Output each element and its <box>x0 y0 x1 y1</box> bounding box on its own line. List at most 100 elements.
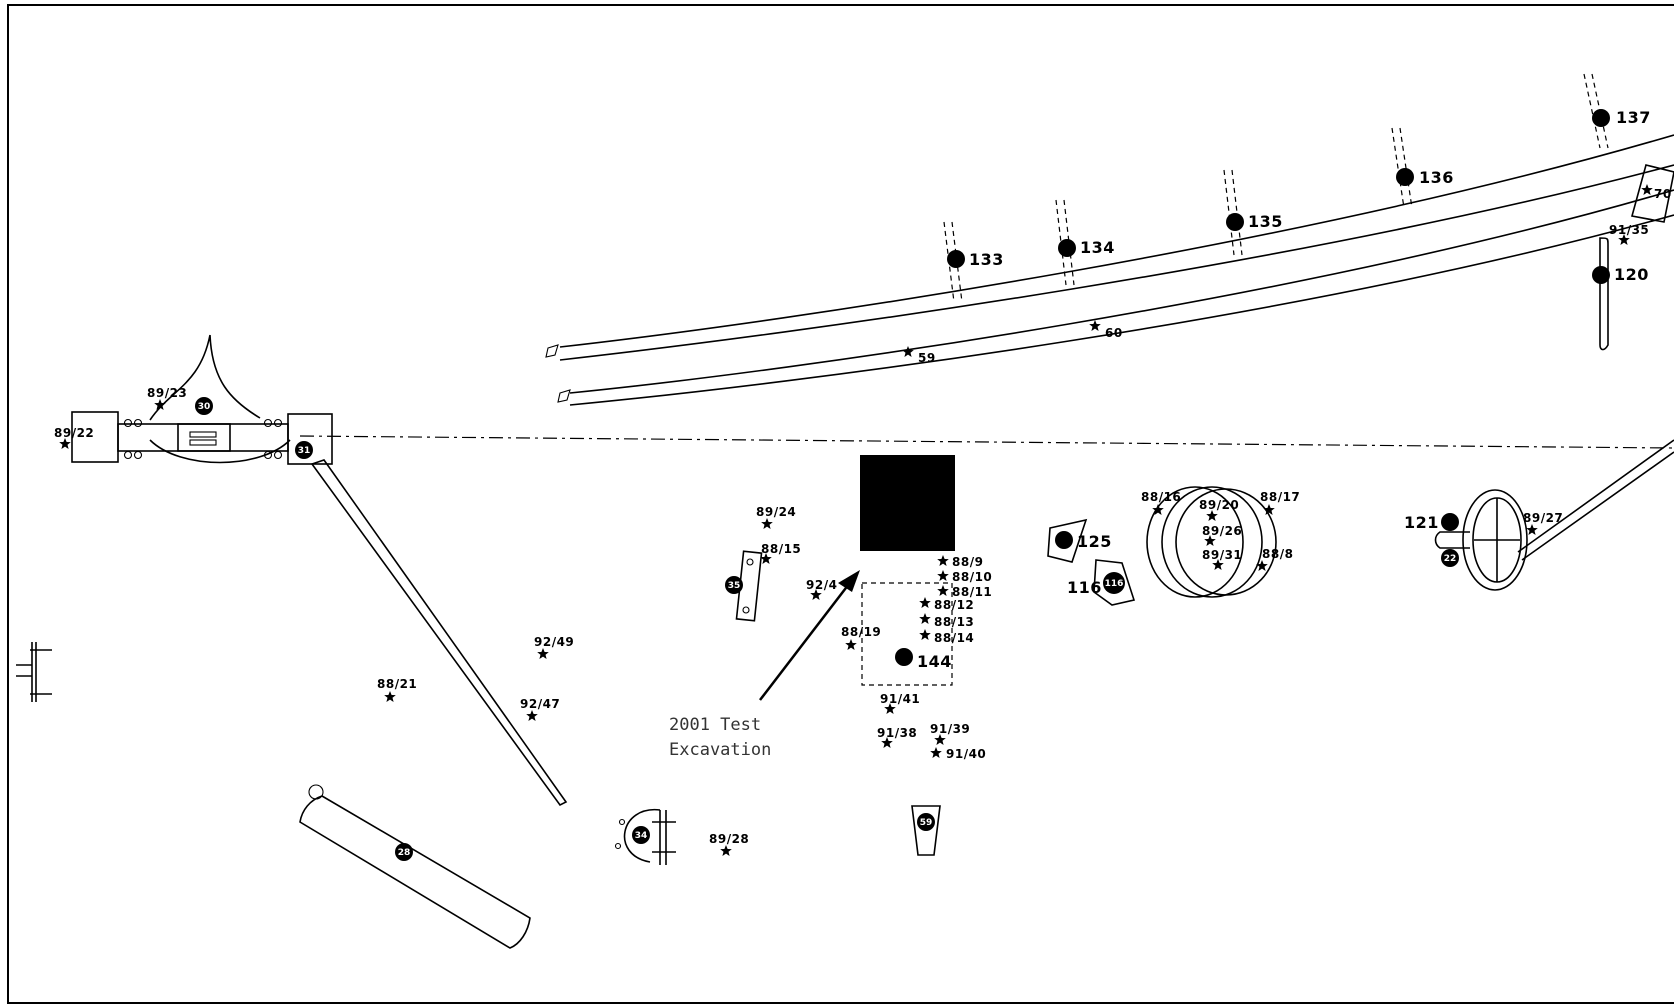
plate-116 <box>1093 559 1136 606</box>
wheel-22 <box>1434 439 1674 591</box>
find-star <box>937 555 949 566</box>
anchor-dot <box>895 648 913 666</box>
capstan-34 <box>614 809 676 865</box>
anchor-dot <box>1055 531 1073 549</box>
find-label: 70 <box>1654 187 1672 201</box>
find-label: 92/4 <box>806 578 837 592</box>
find-label: 88/12 <box>934 598 974 612</box>
annotation-line-2: Excavation <box>669 740 771 760</box>
find-label: 89/27 <box>1523 511 1563 525</box>
circled-label: 31 <box>298 446 311 456</box>
block-70 <box>1630 164 1674 223</box>
anchor-dot <box>1226 213 1244 231</box>
rope-coils <box>1146 486 1277 598</box>
anchor-label: 125 <box>1077 532 1112 551</box>
excavation-square <box>860 455 955 551</box>
find-label: 88/13 <box>934 615 974 629</box>
find-label: 89/26 <box>1202 524 1242 538</box>
circled-label: 30 <box>198 402 211 412</box>
excavation-dashed-area <box>861 582 953 686</box>
frame-stubs <box>943 73 1609 303</box>
anchor-dot <box>1592 266 1610 284</box>
anchor-dots <box>895 109 1610 666</box>
anchor-label: 133 <box>969 250 1004 269</box>
find-label: 89/22 <box>54 426 94 440</box>
find-label: 88/9 <box>952 555 983 569</box>
find-star <box>845 639 857 650</box>
find-label: 88/17 <box>1260 490 1300 504</box>
circled-label: 22 <box>1444 554 1457 564</box>
circled-label: 28 <box>398 848 411 858</box>
windlass-assembly <box>71 334 333 465</box>
circled-label: 116 <box>1105 579 1124 589</box>
find-label: 88/19 <box>841 625 881 639</box>
edge-object <box>16 642 52 702</box>
find-star <box>537 648 549 659</box>
annotation-line-1: 2001 Test <box>669 715 761 735</box>
annotation-arrow <box>759 570 860 701</box>
circled-label: 59 <box>920 818 933 828</box>
find-star <box>761 518 773 529</box>
find-label: 88/21 <box>377 677 417 691</box>
find-label: 88/15 <box>761 542 801 556</box>
anchor-label: 136 <box>1419 168 1454 187</box>
find-star <box>1256 560 1268 571</box>
find-label: 91/35 <box>1609 223 1649 237</box>
find-star <box>384 691 396 702</box>
find-star <box>1641 184 1653 195</box>
find-star <box>937 570 949 581</box>
find-star <box>919 629 931 640</box>
find-star <box>937 585 949 596</box>
anchor-dot <box>947 250 965 268</box>
find-star <box>1089 320 1101 331</box>
find-star <box>930 747 942 758</box>
find-label: 92/49 <box>534 635 574 649</box>
find-star <box>902 346 914 357</box>
find-label: 91/40 <box>946 747 986 761</box>
anchor-label: 134 <box>1080 238 1115 257</box>
plate-125 <box>1047 518 1088 563</box>
anchor-label: 144 <box>917 652 952 671</box>
find-label: 91/38 <box>877 726 917 740</box>
circled-markers <box>195 397 1459 861</box>
anchor-dot <box>1396 168 1414 186</box>
find-star <box>919 597 931 608</box>
centerline <box>299 435 1674 449</box>
bucket-59 <box>911 805 941 856</box>
circled-label: 35 <box>728 581 741 591</box>
find-label: 92/47 <box>520 697 560 711</box>
cannon <box>299 784 531 949</box>
anchor-dot <box>1592 109 1610 127</box>
find-label: 59 <box>918 351 936 365</box>
anchor-dot <box>1058 239 1076 257</box>
anchor-label: 120 <box>1614 265 1649 284</box>
post-120 <box>1599 237 1609 351</box>
find-star <box>720 845 732 856</box>
anchor-label: 121 <box>1404 513 1439 532</box>
find-label: 60 <box>1105 326 1123 340</box>
anchor-shank <box>310 459 568 807</box>
hull-timber <box>545 134 1674 406</box>
anchor-label: 135 <box>1248 212 1283 231</box>
find-label: 89/28 <box>709 832 749 846</box>
circled-label: 34 <box>635 831 648 841</box>
anchor-label: 116 <box>1067 578 1102 597</box>
find-label: 89/24 <box>756 505 796 519</box>
find-label: 88/11 <box>952 585 992 599</box>
find-label: 91/39 <box>930 722 970 736</box>
find-label: 89/23 <box>147 386 187 400</box>
find-label: 88/16 <box>1141 490 1181 504</box>
find-label: 89/20 <box>1199 498 1239 512</box>
anchor-label: 137 <box>1616 108 1651 127</box>
map-frame <box>7 4 1674 1004</box>
find-star <box>526 710 538 721</box>
find-label: 89/31 <box>1202 548 1242 562</box>
find-star <box>1526 524 1538 535</box>
find-star <box>919 613 931 624</box>
find-label: 88/10 <box>952 570 992 584</box>
anchor-dot <box>1441 513 1459 531</box>
find-label: 88/8 <box>1262 547 1293 561</box>
find-label: 91/41 <box>880 692 920 706</box>
find-label: 88/14 <box>934 631 974 645</box>
